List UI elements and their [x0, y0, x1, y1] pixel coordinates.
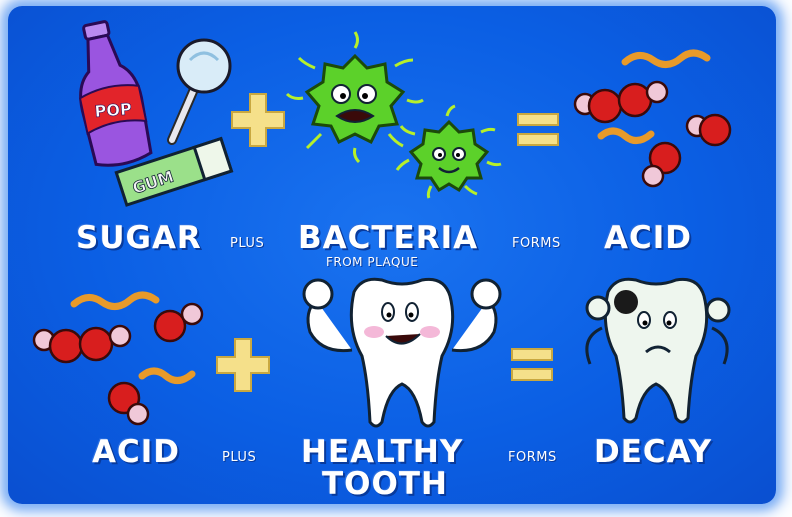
- svg-text:POP: POP: [94, 99, 133, 121]
- lollipop-icon: [152, 30, 232, 150]
- bacteria-small-icon: [395, 108, 505, 198]
- word-tooth: TOOTH: [322, 466, 448, 502]
- word-decay: DECAY: [594, 434, 712, 470]
- word-sugar: SUGAR: [76, 220, 202, 256]
- healthy-tooth-icon: [282, 272, 522, 432]
- decayed-tooth-icon: [572, 268, 742, 428]
- plus-sign-icon: [228, 90, 288, 150]
- word-bacteria: BACTERIA: [298, 220, 478, 256]
- word-plus-2: PLUS: [222, 450, 256, 465]
- gum-pack-icon: GUM: [112, 140, 242, 210]
- acid-molecules-left-icon: [30, 280, 220, 430]
- acid-molecules-icon: [565, 40, 745, 200]
- word-healthy: HEALTHY: [301, 434, 463, 470]
- word-acid-2: ACID: [92, 434, 180, 470]
- equals-sign-icon: [514, 110, 564, 150]
- word-forms-1: FORMS: [512, 236, 561, 251]
- word-from-plaque: FROM PLAQUE: [326, 255, 418, 269]
- word-acid-1: ACID: [604, 220, 692, 256]
- equals-sign-2-icon: [508, 345, 558, 385]
- word-forms-2: FORMS: [508, 450, 557, 465]
- word-plus-1: PLUS: [230, 236, 264, 251]
- plus-sign-2-icon: [213, 335, 273, 395]
